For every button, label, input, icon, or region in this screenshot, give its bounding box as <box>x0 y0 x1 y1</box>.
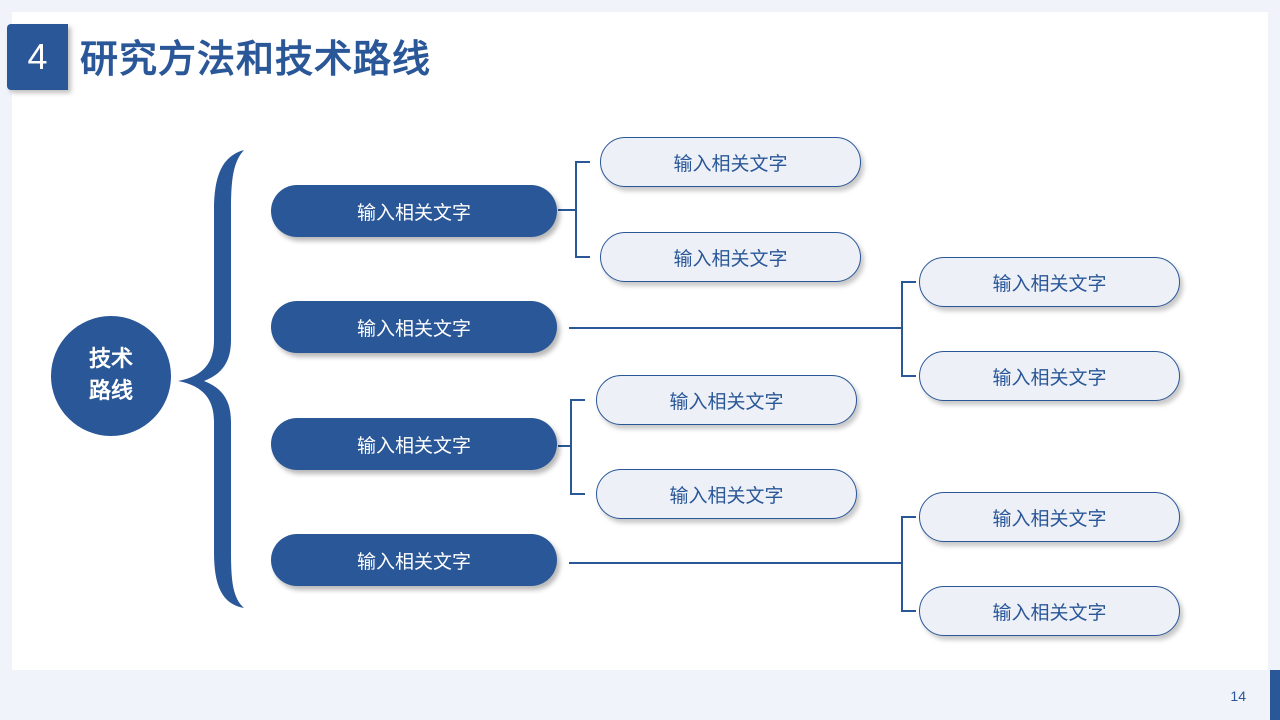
secondary-node-7: 输入相关文字 <box>919 492 1180 542</box>
root-node-label: 技术路线 <box>88 347 133 404</box>
section-number-badge: 4 <box>7 24 68 90</box>
secondary-node-3: 输入相关文字 <box>919 257 1180 307</box>
primary-node-4: 输入相关文字 <box>271 534 557 586</box>
connector-group-4 <box>569 516 916 612</box>
connector-group-1 <box>558 161 590 258</box>
secondary-node-4: 输入相关文字 <box>919 351 1180 401</box>
secondary-node-5: 输入相关文字 <box>596 375 857 425</box>
curly-brace <box>178 150 244 608</box>
secondary-node-6: 输入相关文字 <box>596 469 857 519</box>
root-node: 技术路线 <box>51 316 171 436</box>
secondary-node-2: 输入相关文字 <box>600 232 861 282</box>
secondary-node-8: 输入相关文字 <box>919 586 1180 636</box>
primary-node-3: 输入相关文字 <box>271 418 557 470</box>
primary-node-2: 输入相关文字 <box>271 301 557 353</box>
page-title: 研究方法和技术路线 <box>80 37 432 81</box>
connector-group-3 <box>558 399 585 495</box>
secondary-node-1: 输入相关文字 <box>600 137 861 187</box>
connector-group-2 <box>569 281 916 377</box>
page-number: 14 <box>1230 688 1246 704</box>
primary-node-1: 输入相关文字 <box>271 185 557 237</box>
corner-accent-bar <box>1270 670 1280 720</box>
